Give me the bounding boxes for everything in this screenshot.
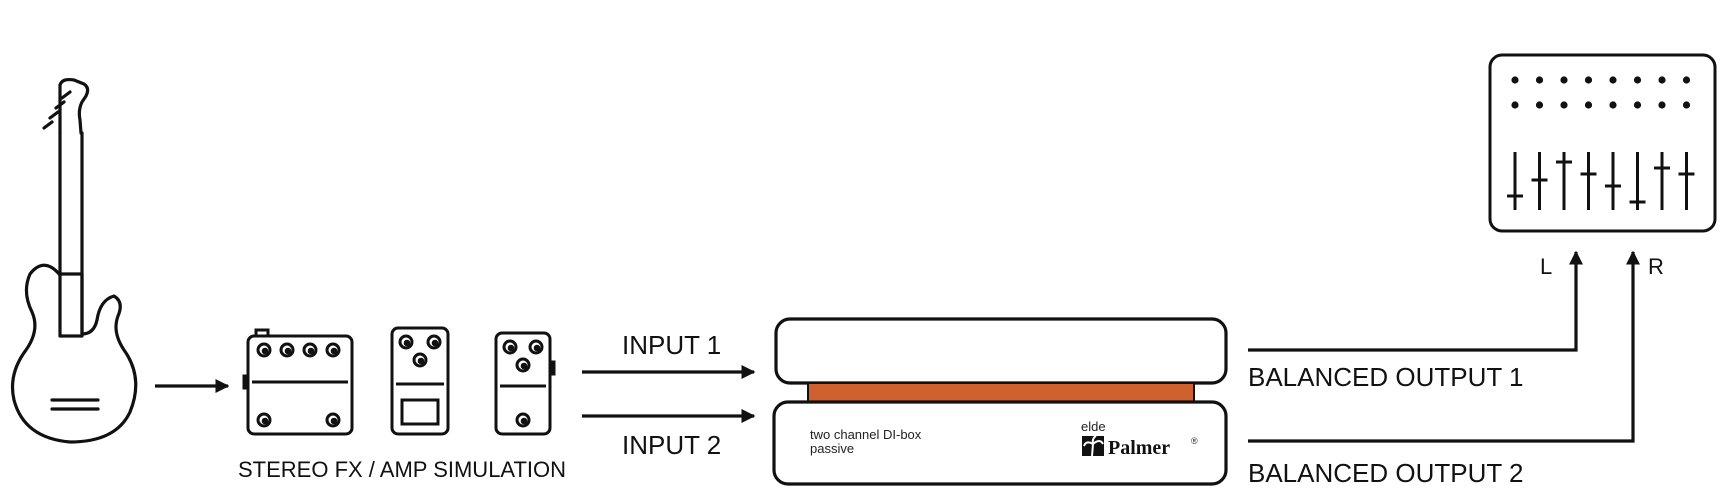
effects-pedal-icon <box>242 328 354 436</box>
stereo-fx-label: STEREO FX / AMP SIMULATION <box>238 457 566 482</box>
mixer-knob-dot <box>1511 76 1519 84</box>
di-box: two channel DI-box passive elde Palmer ® <box>772 317 1228 486</box>
mixer-knob-dot <box>1535 76 1544 84</box>
mixer-knob-dot <box>1682 101 1691 109</box>
effects-pedal-icon <box>390 326 450 436</box>
mixer-knob-dot <box>1584 76 1593 84</box>
di-box-stripe <box>807 382 1195 403</box>
electric-guitar-icon <box>10 77 138 444</box>
mixing-console-icon <box>1488 53 1717 233</box>
brand-name: Palmer <box>1108 437 1170 459</box>
balanced-output-2-label: BALANCED OUTPUT 2 <box>1248 458 1523 488</box>
mixer-knob-dot <box>1560 101 1568 109</box>
balanced-output-1-line <box>1248 250 1584 352</box>
mixer-knob-dot <box>1609 76 1617 84</box>
mixer-knob-dot <box>1535 101 1544 109</box>
mixer-knob-dot <box>1609 101 1617 109</box>
di-box-description: two channel DI-box <box>810 427 922 442</box>
left-channel-label: L <box>1540 254 1552 279</box>
brand-tagline: elde <box>1081 419 1106 434</box>
mixer-knob-dot <box>1633 101 1642 109</box>
effects-pedal-icon <box>494 331 556 436</box>
input-1-label: INPUT 1 <box>622 330 721 360</box>
mixer-knob-dot <box>1511 101 1519 109</box>
balanced-output-2-line <box>1248 250 1641 443</box>
mixer-knob-dot <box>1633 76 1642 84</box>
input-2-label: INPUT 2 <box>622 430 721 460</box>
mixer-knob-dot <box>1560 76 1568 84</box>
mixer-knob-dot <box>1584 101 1593 109</box>
mixer-knob-dot <box>1658 76 1666 84</box>
palm-tree-icon <box>1082 435 1104 457</box>
registered-mark: ® <box>1191 436 1198 446</box>
mixer-knob-dot <box>1658 101 1666 109</box>
mixer-knob-dot <box>1682 76 1691 84</box>
balanced-output-1-label: BALANCED OUTPUT 1 <box>1248 362 1523 392</box>
di-box-type: passive <box>810 441 854 456</box>
right-channel-label: R <box>1648 254 1664 279</box>
